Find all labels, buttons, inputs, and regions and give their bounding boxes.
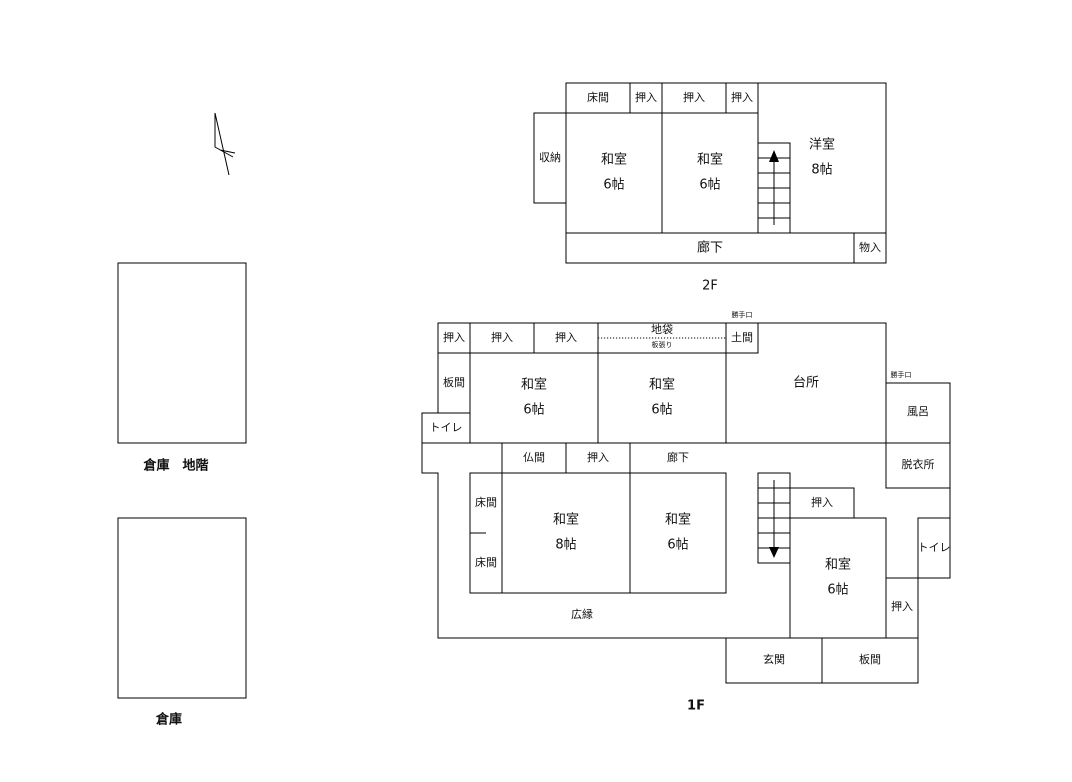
room-name-label: 和室 <box>697 152 723 168</box>
room-size-label: 6帖 <box>667 538 688 553</box>
monoire-label: 物入 <box>859 240 881 254</box>
room-size-label: 8帖 <box>555 538 576 553</box>
stair-up-arrow-icon <box>769 150 779 162</box>
oshiire-label: 押入 <box>491 330 513 344</box>
dressing-room-label: 脱衣所 <box>902 457 935 471</box>
room-size-label: 6帖 <box>699 178 720 193</box>
stair-down-arrow-icon <box>769 547 779 558</box>
room-name-label: 和室 <box>649 377 675 393</box>
room-size-label: 6帖 <box>603 178 624 193</box>
oshiire-label: 押入 <box>811 495 833 509</box>
room-name-label: 和室 <box>665 512 691 528</box>
room-name-label: 洋室 <box>809 137 835 153</box>
katteguchi-label: 勝手口 <box>891 370 912 379</box>
jibukuro-label: 地袋 <box>651 322 673 336</box>
stairs-1f <box>757 472 791 564</box>
toilet-label: トイレ <box>430 421 463 434</box>
itanoma-label: 板間 <box>443 375 465 389</box>
storage-label: 収納 <box>539 151 561 164</box>
room-size-label: 6帖 <box>523 403 544 418</box>
second-floor-label: 2F <box>702 279 718 294</box>
tokonoma-label: 床間 <box>475 555 497 569</box>
first-floor-label: 1F <box>687 699 705 714</box>
doma-label: 土間 <box>731 331 753 344</box>
room-name-label: 和室 <box>553 512 579 528</box>
oshiire-label: 押入 <box>683 90 705 104</box>
room-size-label: 6帖 <box>651 403 672 418</box>
kitchen-label: 台所 <box>793 376 819 391</box>
oshiire-label: 押入 <box>555 330 577 344</box>
room-size-label: 8帖 <box>811 163 832 178</box>
itabari-label: 板張り <box>652 340 673 349</box>
butsuma-label: 仏間 <box>523 451 545 464</box>
room-name-label: 和室 <box>825 557 851 573</box>
tokonoma-label: 床間 <box>475 495 497 509</box>
room-size-label: 6帖 <box>827 583 848 598</box>
room-name-label: 和室 <box>601 152 627 168</box>
oshiire-label: 押入 <box>731 90 753 104</box>
corridor-label: 廊下 <box>667 450 689 464</box>
engawa-label: 広縁 <box>571 607 593 621</box>
first-floor-plan <box>421 322 951 684</box>
katteguchi-label: 勝手口 <box>732 310 753 319</box>
tokonoma-label: 床間 <box>587 90 609 104</box>
oshiire-label: 押入 <box>587 450 609 464</box>
warehouse-basement-label: 倉庫 地階 <box>142 458 208 474</box>
second-floor-plan <box>533 82 887 264</box>
warehouse-basement-outline <box>117 262 247 444</box>
corridor-label: 廊下 <box>697 240 723 256</box>
warehouse-label: 倉庫 <box>155 712 182 728</box>
oshiire-label: 押入 <box>635 90 657 104</box>
genkan-label: 玄関 <box>763 652 785 666</box>
oshiire-label: 押入 <box>443 330 465 344</box>
room-name-label: 和室 <box>521 377 547 393</box>
oshiire-label: 押入 <box>891 599 913 613</box>
itanoma-label: 板間 <box>859 652 881 666</box>
bath-label: 風呂 <box>907 405 929 418</box>
warehouse-outline <box>117 517 247 699</box>
toilet-label: トイレ <box>918 541 951 554</box>
stairs-2f <box>757 142 791 234</box>
north-arrow-icon <box>214 112 236 176</box>
